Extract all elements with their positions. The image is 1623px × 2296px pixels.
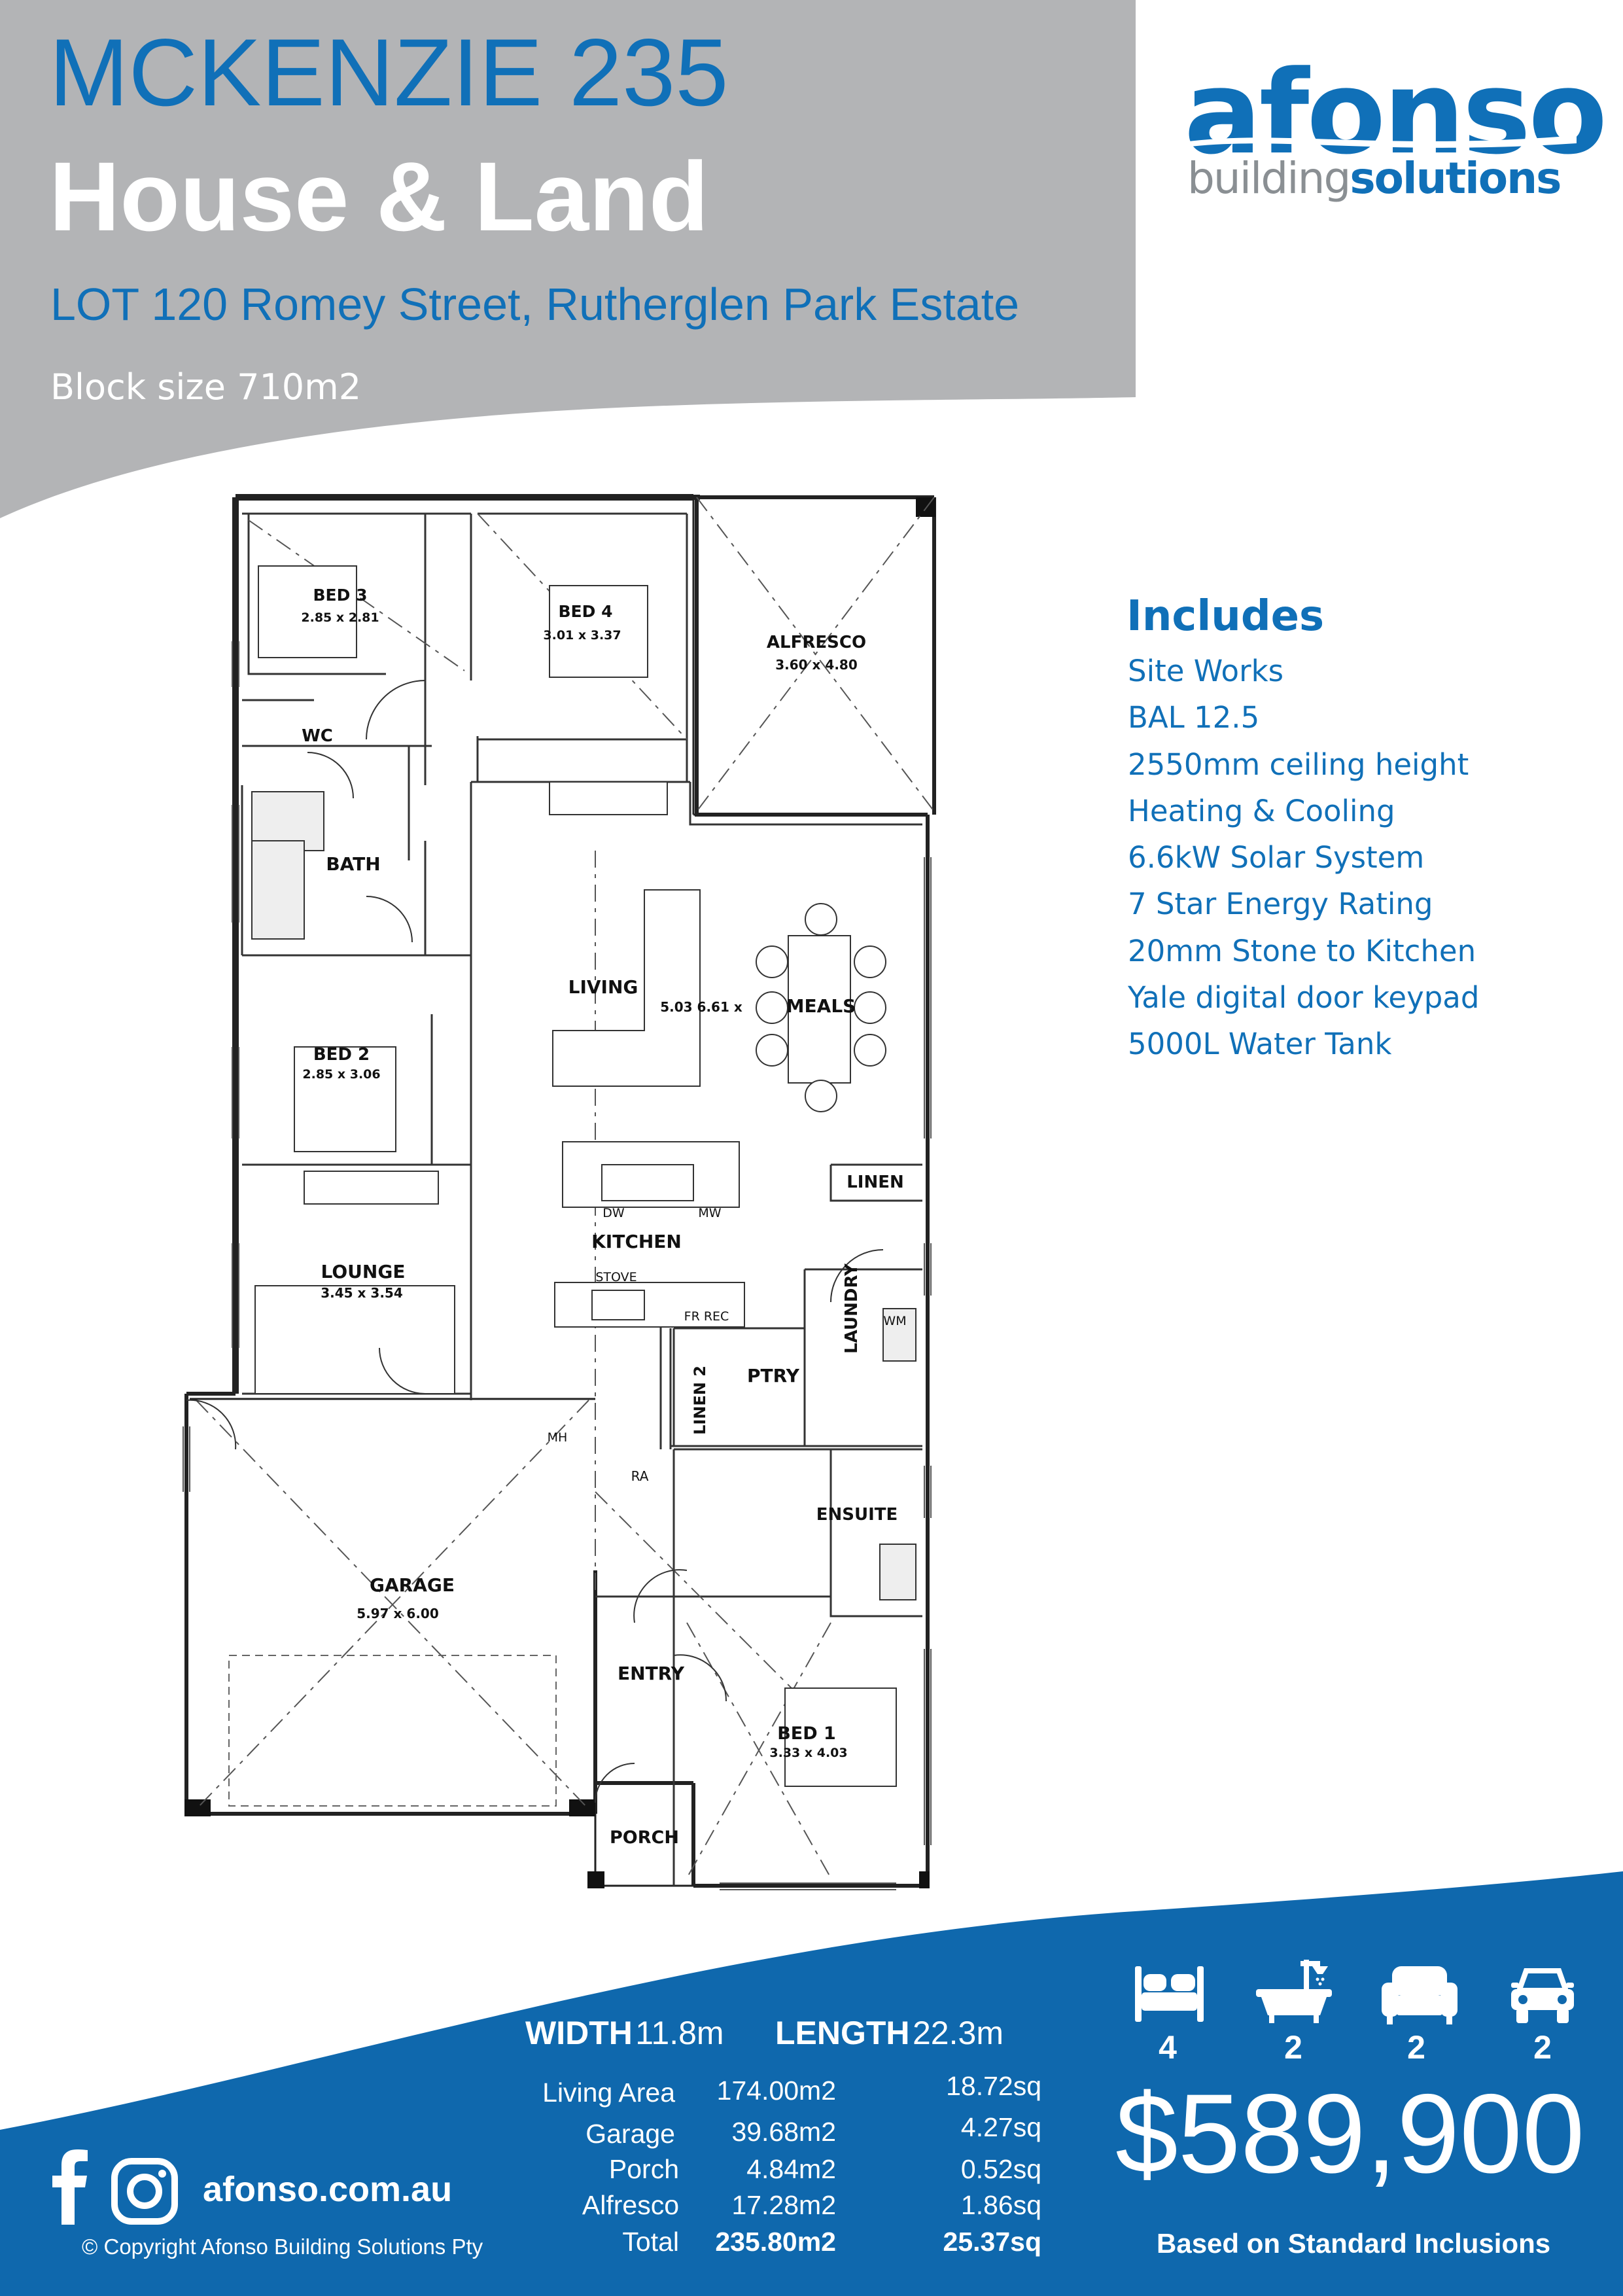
room-ensuite-label: ENSUITE	[816, 1505, 898, 1525]
instagram-icon[interactable]	[111, 2158, 178, 2225]
area-sq: 0.52sq	[960, 2154, 1041, 2184]
area-name: Total	[622, 2227, 679, 2257]
room-linen2-label: LINEN 2	[691, 1366, 709, 1435]
room-living-size: 5.03 6.61 x	[660, 999, 742, 1015]
width-dimension: WIDTH 11.8m	[525, 2014, 724, 2052]
area-m2: 17.28m2	[731, 2190, 836, 2220]
car-spaces-count: 2	[1533, 2029, 1552, 2066]
room-bed4-size: 3.01 x 3.37	[543, 628, 621, 643]
room-bath-label: BATH	[326, 853, 380, 875]
room-living-label: LIVING	[568, 976, 638, 998]
floor-plan: BED 3 2.85 x 2.81 BED 4 3.01 x 3.37 ALFR…	[183, 494, 936, 1890]
includes-item: 20mm Stone to Kitchen	[1128, 933, 1476, 968]
copyright-text: © Copyright Afonso Building Solutions Pt…	[82, 2234, 483, 2259]
room-alfresco-size: 3.60 x 4.80	[775, 657, 858, 673]
area-m2: 235.80m2	[715, 2227, 836, 2257]
kitchen-fridge-label: FR REC	[684, 1309, 729, 1324]
area-sq: 18.72sq	[946, 2071, 1041, 2101]
includes-item: 6.6kW Solar System	[1128, 840, 1425, 875]
includes-item: Site Works	[1128, 654, 1284, 688]
area-m2: 174.00m2	[716, 2075, 836, 2106]
afonso-logo: afonso	[1184, 46, 1607, 180]
page-title: MCKENZIE 235	[49, 19, 729, 126]
sofa-icon	[1382, 1966, 1457, 2024]
room-meals-label: MEALS	[786, 995, 856, 1017]
room-bed1-size: 3.33 x 4.03	[769, 1746, 847, 1760]
room-bed2-label: BED 2	[313, 1045, 370, 1065]
price: $589,900	[1115, 2071, 1585, 2197]
bathtub-icon	[1256, 1960, 1332, 2023]
living-areas-count: 2	[1407, 2029, 1425, 2066]
length-dimension: LENGTH 22.3m	[775, 2014, 1003, 2052]
return-air-label: RA	[631, 1468, 649, 1484]
bathrooms-count: 2	[1284, 2029, 1302, 2066]
length-label: LENGTH	[775, 2015, 910, 2051]
room-wc-label: WC	[302, 726, 333, 746]
length-value: 22.3m	[913, 2015, 1003, 2051]
width-value: 11.8m	[635, 2015, 724, 2051]
kitchen-dw-label: DW	[602, 1206, 625, 1220]
area-m2: 39.68m2	[731, 2117, 836, 2147]
block-size: Block size 710m2	[50, 366, 362, 408]
header-background	[0, 0, 1136, 518]
room-bed1-label: BED 1	[777, 1723, 836, 1744]
car-icon	[1511, 1968, 1574, 2023]
area-name: Alfresco	[582, 2190, 679, 2220]
website-link[interactable]: afonso.com.au	[203, 2170, 453, 2209]
kitchen-mw-label: MW	[698, 1206, 721, 1220]
includes-item: BAL 12.5	[1128, 700, 1260, 735]
room-laundry-label: LAUNDRY	[842, 1263, 862, 1354]
price-note: Based on Standard Inclusions	[1157, 2228, 1551, 2259]
logo-tagline-building: building	[1187, 153, 1351, 203]
includes-item: 2550mm ceiling height	[1128, 747, 1469, 782]
logo-wave	[1184, 135, 1577, 148]
room-garage-size: 5.97 x 6.00	[357, 1606, 439, 1621]
room-bed3-label: BED 3	[313, 586, 368, 605]
room-garage-label: GARAGE	[370, 1574, 455, 1596]
room-bed2-size: 2.85 x 3.06	[302, 1067, 380, 1082]
room-pantry-label: PTRY	[747, 1365, 800, 1386]
logo-tagline-solutions: solutions	[1350, 153, 1562, 203]
includes-item: Heating & Cooling	[1128, 793, 1395, 828]
bedrooms-count: 4	[1159, 2029, 1177, 2066]
area-sq: 25.37sq	[943, 2227, 1041, 2257]
area-sq: 1.86sq	[960, 2190, 1041, 2220]
includes-title: Includes	[1126, 592, 1325, 641]
room-porch-label: PORCH	[610, 1828, 679, 1848]
includes-item: 5000L Water Tank	[1128, 1027, 1392, 1062]
room-lounge-label: LOUNGE	[321, 1261, 406, 1282]
includes-item: 7 Star Energy Rating	[1128, 887, 1433, 922]
room-bed3-size: 2.85 x 2.81	[301, 610, 379, 625]
kitchen-stove-label: STOVE	[595, 1270, 637, 1284]
room-kitchen-label: KITCHEN	[591, 1231, 682, 1252]
area-name: Garage	[585, 2119, 675, 2149]
room-lounge-size: 3.45 x 3.54	[321, 1285, 403, 1301]
lot-address: LOT 120 Romey Street, Rutherglen Park Es…	[50, 279, 1020, 330]
page-subtitle: House & Land	[49, 141, 709, 251]
footer-background	[0, 1871, 1623, 2296]
room-alfresco-label: ALFRESCO	[767, 633, 866, 652]
area-name: Porch	[608, 2154, 679, 2184]
width-label: WIDTH	[525, 2015, 633, 2051]
bed-icon	[1135, 1966, 1204, 2022]
room-entry-label: ENTRY	[618, 1663, 685, 1684]
room-bed4-label: BED 4	[559, 602, 613, 621]
area-sq: 4.27sq	[960, 2112, 1041, 2142]
logo-tagline: buildingsolutions	[1187, 157, 1562, 200]
meter-box-label: MH	[548, 1430, 568, 1445]
facebook-icon[interactable]	[51, 2149, 90, 2225]
area-m2: 4.84m2	[746, 2154, 836, 2184]
includes-item: Yale digital door keypad	[1128, 980, 1480, 1016]
area-name: Living Area	[542, 2077, 675, 2108]
room-linen-label: LINEN	[846, 1173, 904, 1192]
laundry-wm-label: WM	[883, 1314, 906, 1328]
includes-list: Site Works BAL 12.5 2550mm ceiling heigh…	[1128, 651, 1479, 1071]
